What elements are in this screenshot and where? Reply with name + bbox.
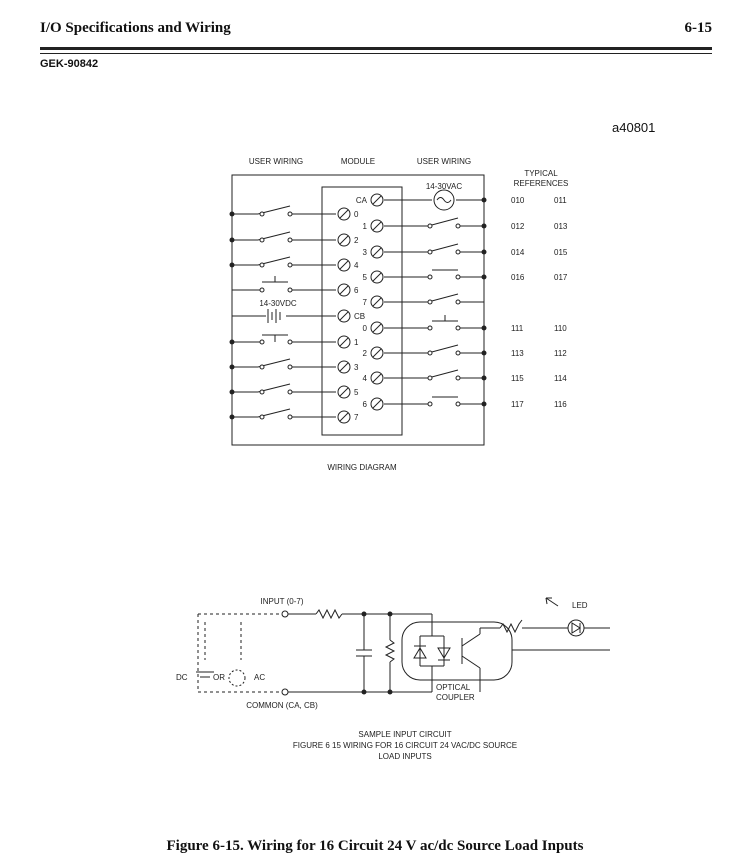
reference-value: 013	[554, 222, 568, 231]
header-rule-thick	[40, 47, 712, 50]
terminal-label: 0	[354, 210, 359, 219]
reference-value: 117	[511, 400, 524, 409]
doc-number: GEK-90842	[40, 58, 99, 70]
reference-value: 016	[511, 273, 525, 282]
terminal-label: 3	[354, 363, 359, 372]
or-label: OR	[213, 673, 225, 682]
terminal-label: 1	[363, 222, 368, 231]
terminal-label: CB	[354, 312, 365, 321]
typical-label-1: TYPICAL	[524, 169, 558, 178]
col-user-left: USER WIRING	[249, 157, 303, 166]
sample-input-circuit	[196, 597, 610, 696]
input-label: INPUT (0-7)	[261, 597, 304, 606]
header-rule-thin	[40, 53, 712, 54]
resistor-icon	[384, 639, 396, 663]
reference-value: 017	[554, 273, 568, 282]
terminal-label: 3	[363, 248, 368, 257]
terminal-label: 6	[363, 400, 368, 409]
terminal-label: 5	[354, 388, 359, 397]
right-input-wiring	[384, 199, 484, 405]
reference-value: 010	[511, 196, 525, 205]
terminal-screws	[337, 193, 384, 424]
figure-id: a40801	[612, 120, 656, 135]
reference-value: 014	[511, 248, 525, 257]
figure-caption: Figure 6-15. Wiring for 16 Circuit 24 V …	[166, 838, 584, 854]
common-label: COMMON (CA, CB)	[246, 701, 318, 710]
terminal-label: 2	[354, 236, 359, 245]
ac-source-icon	[228, 669, 246, 687]
led-label: LED	[572, 601, 588, 610]
reference-table: 010 011 012 013 014 015 016 017 111 110 …	[511, 196, 568, 409]
reference-value: 115	[511, 374, 524, 383]
optical-label-1: OPTICAL	[436, 683, 471, 692]
reference-value: 012	[511, 222, 525, 231]
wiring-diagram-caption: WIRING DIAGRAM	[327, 463, 397, 472]
terminal-label: 4	[354, 261, 359, 270]
dc-label: DC	[176, 673, 188, 682]
terminal-label: 5	[363, 273, 368, 282]
col-user-right: USER WIRING	[417, 157, 471, 166]
terminal-label: CA	[356, 196, 368, 205]
reference-value: 113	[511, 349, 524, 358]
col-module: MODULE	[341, 157, 375, 166]
optical-label-2: COUPLER	[436, 693, 475, 702]
reference-value: 111	[511, 324, 524, 333]
reference-value: 114	[554, 374, 567, 383]
terminal-label: 7	[363, 298, 368, 307]
resistor-icon	[499, 619, 523, 634]
reference-value: 110	[554, 324, 567, 333]
terminal-label: 0	[363, 324, 368, 333]
page-number: 6-15	[684, 20, 713, 36]
module-box	[321, 186, 403, 436]
circuit-caption-2: FIGURE 6 15 WIRING FOR 16 CIRCUIT 24 VAC…	[293, 741, 517, 750]
typical-label-2: REFERENCES	[514, 179, 569, 188]
resistor-icon	[315, 608, 343, 620]
section-title: I/O Specifications and Wiring	[40, 20, 231, 36]
circuit-caption-1: SAMPLE INPUT CIRCUIT	[358, 730, 451, 739]
terminal-label: 4	[363, 374, 368, 383]
terminal-label: 2	[363, 349, 368, 358]
terminal-label: 1	[354, 338, 359, 347]
sine-wave-icon	[436, 197, 452, 203]
terminal-labels: 0 2 4 6 CB 1 3 5 7 CA 1 3 5 7 0 2 4 6	[354, 196, 368, 422]
ac-source-icon	[433, 189, 455, 211]
terminal-label: 7	[354, 413, 359, 422]
left-input-wiring	[231, 205, 336, 418]
ac-supply-label: 14-30VAC	[426, 182, 463, 191]
ac-label: AC	[254, 673, 265, 682]
terminal-label: 6	[354, 286, 359, 295]
reference-value: 015	[554, 248, 568, 257]
circuit-caption-3: LOAD INPUTS	[378, 752, 431, 761]
reference-value: 116	[554, 400, 567, 409]
reference-value: 112	[554, 349, 567, 358]
dc-supply-label: 14-30VDC	[259, 299, 297, 308]
reference-value: 011	[554, 196, 567, 205]
led-icon	[567, 619, 585, 637]
